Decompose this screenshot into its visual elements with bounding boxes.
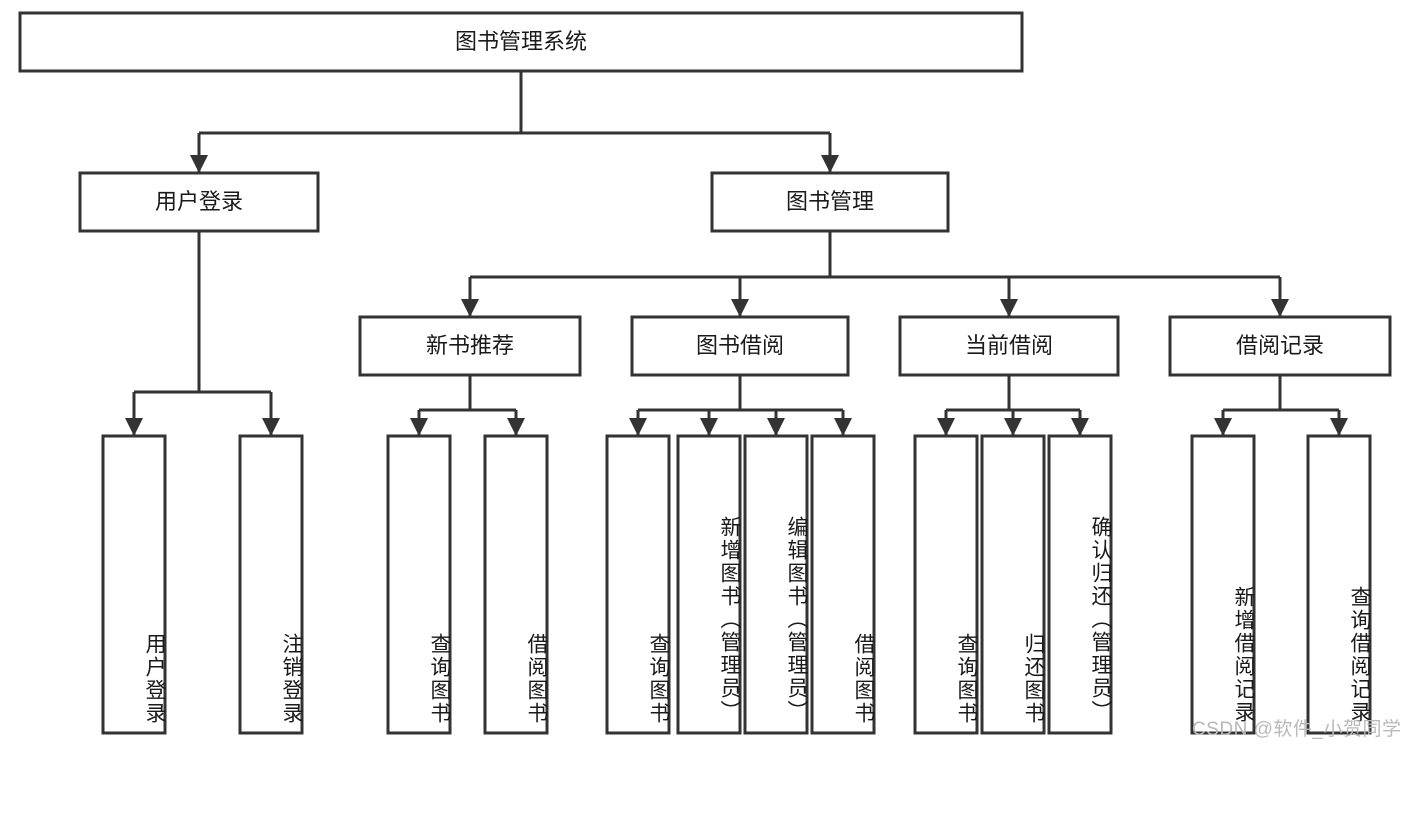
connector-edges-layer bbox=[125, 71, 1348, 436]
edge-arrowhead bbox=[461, 299, 479, 317]
edge-arrowhead bbox=[629, 418, 647, 436]
node-box-leaf-cur-confirm[interactable] bbox=[1047, 434, 1113, 735]
node-box-leaf-rec-query[interactable] bbox=[1306, 434, 1372, 735]
edge-arrowhead bbox=[1214, 418, 1232, 436]
node-box-root[interactable] bbox=[18, 11, 1024, 73]
edge-arrowhead bbox=[1330, 418, 1348, 436]
node-label-newbook: 新书推荐 bbox=[426, 333, 514, 358]
edge-arrowhead bbox=[507, 418, 525, 436]
node-label-login: 用户登录 bbox=[155, 189, 243, 214]
edge-arrowhead bbox=[1004, 418, 1022, 436]
edge-arrowhead bbox=[262, 418, 280, 436]
node-box-newbook[interactable] bbox=[358, 315, 582, 377]
edge-arrowhead bbox=[821, 155, 839, 173]
node-boxes-layer bbox=[18, 11, 1392, 735]
edge-arrowhead bbox=[125, 418, 143, 436]
node-box-leaf-new-query[interactable] bbox=[386, 434, 452, 735]
node-box-leaf-borrow-edit[interactable] bbox=[743, 434, 809, 735]
edge-arrowhead bbox=[1000, 299, 1018, 317]
node-box-leaf-new-borrow[interactable] bbox=[483, 434, 549, 735]
edge-arrowhead bbox=[731, 299, 749, 317]
csdn-watermark: CSDN @软件_小贺同学 bbox=[1192, 719, 1402, 740]
node-box-bookmgmt[interactable] bbox=[710, 171, 950, 233]
node-box-borrow[interactable] bbox=[630, 315, 850, 377]
edge-arrowhead bbox=[1071, 418, 1089, 436]
node-box-current[interactable] bbox=[898, 315, 1120, 377]
node-box-leaf-cur-return[interactable] bbox=[980, 434, 1046, 735]
edge-arrowhead bbox=[700, 418, 718, 436]
node-box-leaf-cur-query[interactable] bbox=[913, 434, 979, 735]
node-box-leaf-borrow-lend[interactable] bbox=[810, 434, 876, 735]
node-label-bookmgmt: 图书管理 bbox=[786, 189, 874, 214]
edge-arrowhead bbox=[410, 418, 428, 436]
edge-arrowhead bbox=[834, 418, 852, 436]
node-label-root: 图书管理系统 bbox=[455, 29, 587, 54]
node-label-current: 当前借阅 bbox=[965, 333, 1053, 358]
edge-arrowhead bbox=[190, 155, 208, 173]
edge-arrowhead bbox=[937, 418, 955, 436]
node-box-leaf-user-logout[interactable] bbox=[238, 434, 304, 735]
node-box-leaf-user-login[interactable] bbox=[101, 434, 167, 735]
node-box-leaf-borrow-query[interactable] bbox=[605, 434, 671, 735]
node-box-leaf-rec-add[interactable] bbox=[1190, 434, 1256, 735]
edge-arrowhead bbox=[1271, 299, 1289, 317]
node-label-borrow: 图书借阅 bbox=[696, 333, 784, 358]
node-label-record: 借阅记录 bbox=[1236, 333, 1324, 358]
node-box-login[interactable] bbox=[78, 171, 320, 233]
node-box-leaf-borrow-add[interactable] bbox=[676, 434, 742, 735]
node-box-record[interactable] bbox=[1168, 315, 1392, 377]
diagram-canvas-root: 图书管理系统用户登录图书管理新书推荐图书借阅当前借阅借阅记录 用户登录注销登录查… bbox=[18, 11, 1402, 740]
edge-arrowhead bbox=[767, 418, 785, 436]
